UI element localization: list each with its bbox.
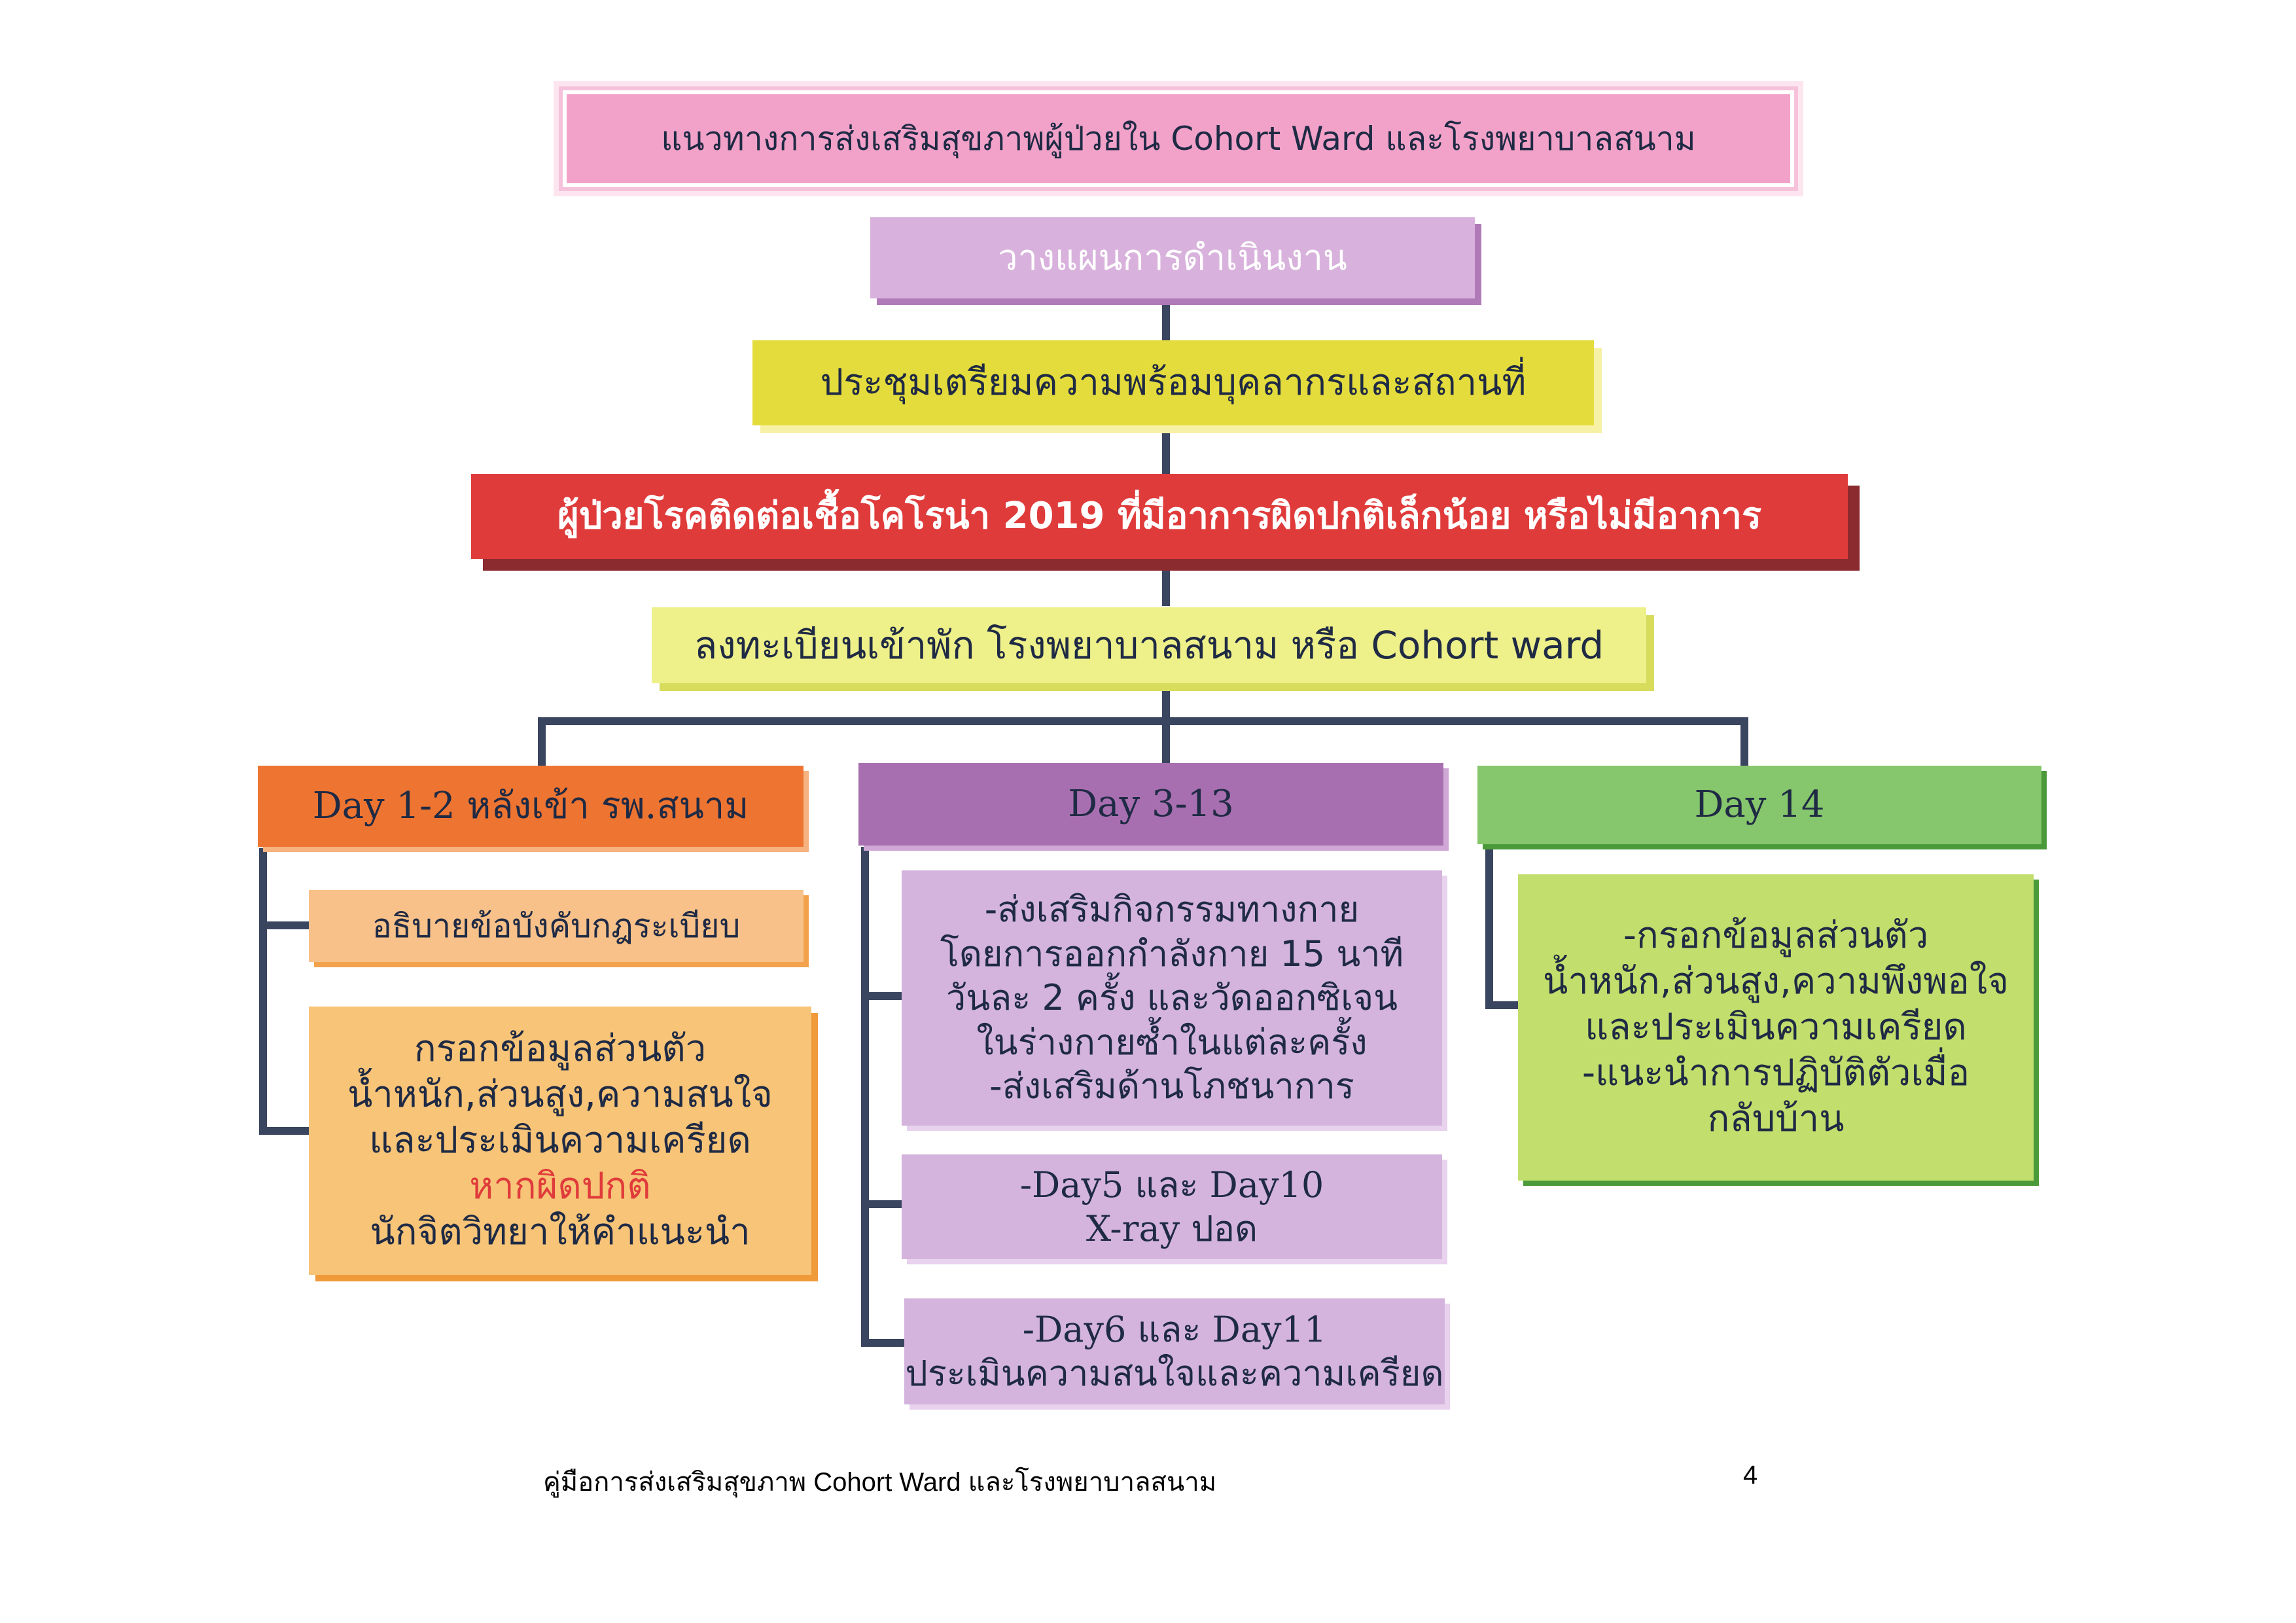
day-3-13-stress-line: -Day6 และ Day11 [1022, 1308, 1327, 1350]
day-14-discharge-line: -แนะนำการปฏิบัติตัวเมื่อ [1581, 1052, 1970, 1094]
document-title: แนวทางการส่งเสริมสุขภาพผู้ป่วยใน Cohort … [559, 86, 1798, 191]
day-1-2-rules-box: อธิบายข้อบังคับกฎระเบียบ [309, 890, 804, 962]
day-3-13-activity-line: โดยการออกกำลังกาย 15 นาที [940, 933, 1404, 974]
day-1-2-header: Day 1-2 หลังเข้า รพ.สนาม [258, 766, 804, 847]
day-14-discharge-line: น้ำหนัก,ส่วนสูง,ความพึงพอใจ [1542, 960, 2009, 1003]
day-14-discharge-line: และประเมินความเครียด [1585, 1006, 1967, 1048]
document-title-text: แนวทางการส่งเสริมสุขภาพผู้ป่วยใน Cohort … [661, 119, 1696, 158]
meeting-step-box: ประชุมเตรียมความพร้อมบุคลากรและสถานที่ [752, 340, 1594, 425]
register-step-box: ลงทะเบียนเข้าพัก โรงพยาบาลสนาม หรือ Coho… [652, 607, 1646, 683]
day-3-13-activity-box: -ส่งเสริมกิจกรรมทางกาย โดยการออกกำลังกาย… [902, 870, 1442, 1126]
day-1-2-header-label: Day 1-2 หลังเข้า รพ.สนาม [312, 785, 749, 827]
register-step-label: ลงทะเบียนเข้าพัก โรงพยาบาลสนาม หรือ Coho… [694, 622, 1604, 668]
day-3-13-activity-line: -ส่งเสริมกิจกรรมทางกาย [984, 889, 1360, 931]
day-1-2-assessment-line: น้ำหนัก,ส่วนสูง,ความสนใจ [347, 1073, 773, 1116]
day-3-13-stress-line: ประเมินความสนใจและความเครียด [905, 1353, 1444, 1394]
day-1-2-assessment-box: กรอกข้อมูลส่วนตัว น้ำหนัก,ส่วนสูง,ความสน… [309, 1007, 811, 1275]
day-1-2-assessment-line: กรอกข้อมูลส่วนตัว [414, 1027, 707, 1070]
day-3-13-header: Day 3-13 [858, 763, 1443, 846]
day-3-13-xray-line: X-ray ปอด [1086, 1208, 1258, 1249]
day-14-header-label: Day 14 [1694, 783, 1825, 826]
day-14-discharge-line: -กรอกข้อมูลส่วนตัว [1623, 914, 1929, 957]
day-3-13-xray-box: -Day5 และ Day10 X-ray ปอด [902, 1154, 1442, 1259]
day-3-13-activity-line: -ส่งเสริมด้านโภชนาการ [989, 1065, 1354, 1107]
plan-step-box: วางแผนการดำเนินงาน [870, 217, 1475, 298]
page-footer: คู่มือการส่งเสริมสุขภาพ Cohort Ward และโ… [543, 1468, 1217, 1497]
day-3-13-activity-line: วันละ 2 ครั้ง และวัดออกซิเจน [945, 977, 1398, 1019]
day-3-13-activity-line: ในร่างกายซ้ำในแต่ละครั้ง [976, 1021, 1368, 1063]
day-3-13-xray-line: -Day5 และ Day10 [1019, 1164, 1324, 1205]
meeting-step-label: ประชุมเตรียมความพร้อมบุคลากรและสถานที่ [820, 361, 1527, 404]
patients-step-box: ผู้ป่วยโรคติดต่อเชื้อโคโรน่า 2019 ที่มีอ… [471, 474, 1848, 559]
day-1-2-assessment-line: และประเมินความเครียด [369, 1119, 751, 1162]
day-14-discharge-box: -กรอกข้อมูลส่วนตัว น้ำหนัก,ส่วนสูง,ความพ… [1518, 874, 2034, 1181]
day-1-2-assessment-line: นักจิตวิทยาให้คำแนะนำ [370, 1211, 751, 1253]
day-14-header: Day 14 [1477, 766, 2041, 844]
day-1-2-abnormal-alert: หากผิดปกติ [469, 1165, 651, 1207]
plan-step-label: วางแผนการดำเนินงาน [998, 237, 1347, 279]
day-1-2-rules-label: อธิบายข้อบังคับกฎระเบียบ [372, 906, 741, 945]
page-number: 4 [1743, 1461, 1758, 1489]
day-3-13-stress-box: -Day6 และ Day11 ประเมินความสนใจและความเค… [904, 1298, 1445, 1404]
day-14-discharge-line: กลับบ้าน [1707, 1097, 1845, 1140]
patients-step-label: ผู้ป่วยโรคติดต่อเชื้อโคโรน่า 2019 ที่มีอ… [557, 495, 1762, 537]
day-3-13-header-label: Day 3-13 [1068, 783, 1234, 825]
